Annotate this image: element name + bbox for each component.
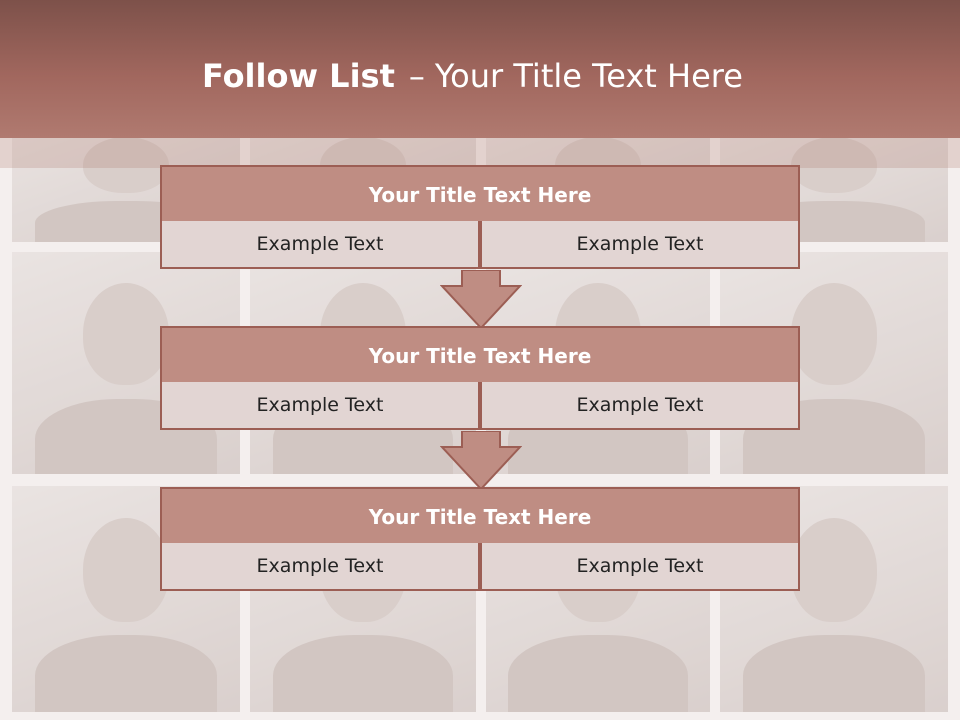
slide-title-dash: –: [408, 57, 425, 95]
title-banner: [0, 0, 960, 138]
slide-title: Follow List–Your Title Text Here: [202, 54, 743, 98]
slide-title-bold: Follow List: [202, 57, 395, 95]
flow-block-right-text: Example Text: [480, 382, 800, 430]
title-banner-fade: [0, 138, 960, 168]
down-arrow-icon: [440, 270, 522, 330]
flow-block-title: Your Title Text Here: [160, 165, 800, 225]
flow-block-left-text: Example Text: [160, 221, 480, 269]
flow-block-left-text: Example Text: [160, 543, 480, 591]
flow-block-left-text: Example Text: [160, 382, 480, 430]
flow-block-right-text: Example Text: [480, 543, 800, 591]
down-arrow-icon: [440, 431, 522, 491]
flow-block-right-text: Example Text: [480, 221, 800, 269]
flow-block-title: Your Title Text Here: [160, 326, 800, 386]
slide-title-rest: Your Title Text Here: [434, 57, 743, 95]
flow-block-title: Your Title Text Here: [160, 487, 800, 547]
